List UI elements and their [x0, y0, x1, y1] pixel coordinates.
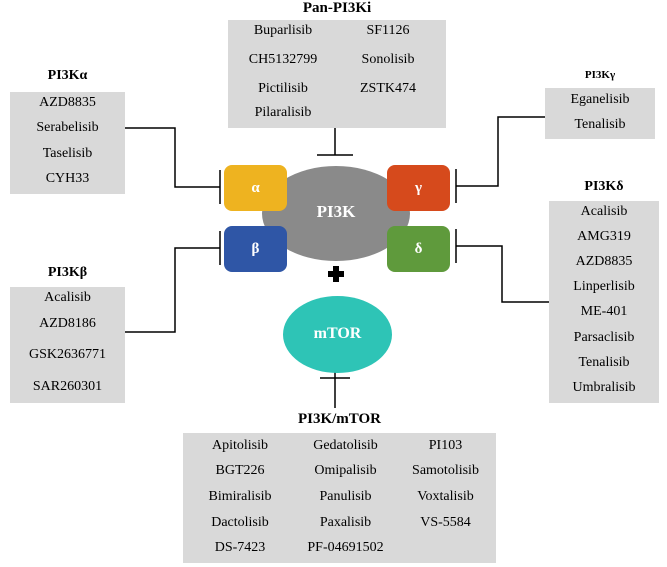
gamma-box: [545, 88, 655, 139]
pan-item: CH5132799: [248, 52, 318, 67]
alpha-item: AZD8835: [39, 95, 96, 110]
delta-item: ME-401: [580, 304, 628, 319]
beta-box: [10, 287, 125, 403]
mtor-item: Gedatolisib: [313, 438, 378, 453]
mtor-item: Voxtalisib: [417, 489, 474, 504]
delta-item: Linperlisib: [573, 279, 635, 294]
pan-item: SF1126: [366, 23, 410, 38]
beta-item: GSK2636771: [28, 347, 106, 362]
mtor-ellipse: [283, 296, 392, 373]
pan-item: ZSTK474: [360, 81, 416, 96]
mtor-item: PI103: [428, 438, 463, 453]
subunit-alpha: α: [224, 165, 287, 211]
mtor-item: Panulisib: [319, 489, 372, 504]
mtor-item: BGT226: [215, 463, 265, 478]
subunit-gamma: γ: [387, 165, 450, 211]
pan-item: Pilaralisib: [254, 105, 312, 120]
delta-box: [549, 201, 659, 403]
alpha-item: Taselisib: [42, 146, 93, 161]
beta-title: PI3Kβ: [47, 265, 88, 280]
pi3k-label: PI3K: [316, 202, 356, 221]
gamma-item: Eganelisib: [570, 92, 630, 107]
alpha-title: PI3Kα: [47, 68, 88, 83]
mtor-item: Paxalisib: [319, 515, 372, 530]
delta-item: Parsaclisib: [573, 330, 635, 345]
mtor-item: VS-5584: [420, 515, 471, 530]
mtor-item: Omipalisib: [314, 463, 377, 478]
alpha-box: [10, 92, 125, 194]
delta-item: Tenalisib: [578, 355, 630, 370]
alpha-item: Serabelisib: [36, 120, 99, 135]
delta-item: AZD8835: [575, 254, 633, 269]
subunit-beta: β: [224, 226, 287, 272]
pan-box: [228, 20, 446, 128]
subunit-delta: δ: [387, 226, 450, 272]
plus-icon: [328, 266, 344, 282]
mtor-title: PI3K/mTOR: [297, 411, 382, 427]
delta-item: Umbralisib: [572, 380, 636, 395]
mtor-label: mTOR: [313, 325, 362, 342]
pan-item: Pictilisib: [258, 81, 308, 96]
mtor-item: Samotolisib: [412, 463, 479, 478]
pan-item: Sonolisib: [361, 52, 415, 67]
alpha-item: CYH33: [45, 171, 90, 186]
delta-item: Acalisib: [580, 204, 628, 219]
mtor-item: Apitolisib: [211, 438, 268, 453]
delta-title: PI3Kδ: [584, 179, 624, 194]
beta-item: Acalisib: [44, 290, 91, 305]
pan-title: Pan-PI3Ki: [302, 0, 372, 16]
beta-item: AZD8186: [39, 316, 96, 331]
mtor-item: Dactolisib: [211, 515, 269, 530]
delta-item: AMG319: [577, 229, 631, 244]
gamma-title: PI3Kγ: [584, 69, 616, 81]
beta-item: SAR260301: [32, 379, 103, 394]
mtor-box: [183, 433, 496, 563]
mtor-item: Bimiralisib: [208, 489, 272, 504]
pan-item: Buparlisib: [253, 23, 313, 38]
mtor-item: DS-7423: [214, 540, 266, 555]
gamma-item: Tenalisib: [574, 117, 626, 132]
mtor-item: PF-04691502: [307, 540, 384, 555]
